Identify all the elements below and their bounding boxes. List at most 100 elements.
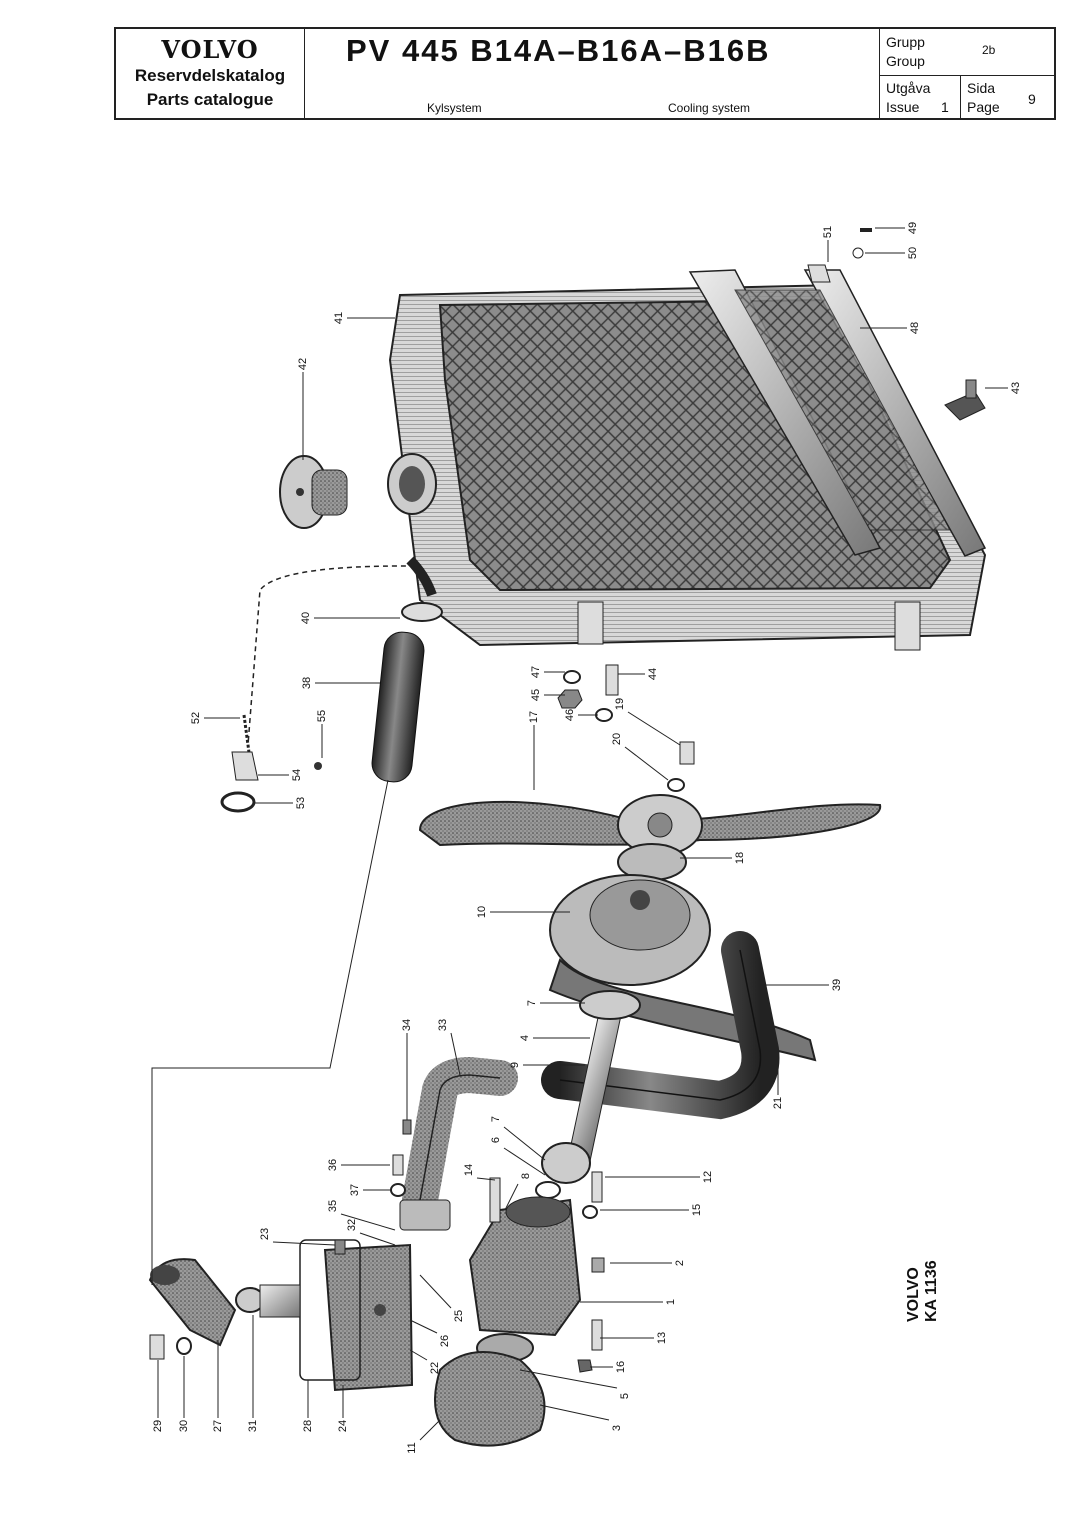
part-number-p40: 40 xyxy=(300,612,312,624)
hose-clamp xyxy=(401,602,443,622)
pump-fasteners xyxy=(334,1119,605,1373)
part-number-p31: 31 xyxy=(247,1420,259,1432)
page-value: 9 xyxy=(1028,91,1036,107)
part-number-p8: 8 xyxy=(520,1173,532,1179)
part-number-p45: 45 xyxy=(530,689,542,701)
header-divider xyxy=(879,75,1054,76)
brand-logo: VOLVO xyxy=(161,35,259,64)
bearing xyxy=(541,1142,591,1184)
header-divider xyxy=(879,29,880,118)
part-number-p48: 48 xyxy=(909,322,921,334)
radiator-shutter-roller xyxy=(688,269,882,556)
part-number-p27: 27 xyxy=(212,1420,224,1432)
part-number-p6: 6 xyxy=(490,1137,502,1143)
part-number-p19: 19 xyxy=(614,698,626,710)
section-title-en: Cooling system xyxy=(668,101,751,115)
fan-bolt xyxy=(667,741,695,792)
part-number-p1: 1 xyxy=(665,1299,677,1305)
callout-line-p25 xyxy=(419,1274,452,1309)
header-divider xyxy=(304,29,305,118)
group-value: 2b xyxy=(982,43,996,57)
callout-line-p35 xyxy=(340,1213,396,1231)
part-number-p41: 41 xyxy=(333,312,345,324)
part-number-p34: 34 xyxy=(401,1019,413,1031)
group-label-en: Group xyxy=(886,53,925,69)
upper-radiator-hose xyxy=(371,602,443,783)
seal-ring xyxy=(220,791,256,813)
callout-line-p22 xyxy=(409,1349,428,1361)
part-number-p35: 35 xyxy=(327,1200,339,1212)
water-pump-housing xyxy=(468,1196,582,1337)
part-number-p33: 33 xyxy=(437,1019,449,1031)
callout-line-p14 xyxy=(476,1177,496,1181)
part-number-p22: 22 xyxy=(429,1362,441,1374)
part-number-p15: 15 xyxy=(691,1204,703,1216)
part-number-p10: 10 xyxy=(476,906,488,918)
elbow-bolt xyxy=(149,1334,165,1360)
part-number-p7a: 7 xyxy=(526,1000,538,1006)
group-label-sv: Grupp xyxy=(886,34,925,50)
catalog-header: VOLVO Reservdelskatalog Parts catalogue … xyxy=(114,27,1056,120)
callout-line-p23 xyxy=(272,1241,336,1246)
drawing-number: KA 1136 xyxy=(923,1260,940,1322)
part-number-p49: 49 xyxy=(907,222,919,234)
callout-line-p20 xyxy=(624,746,669,781)
part-number-p30: 30 xyxy=(178,1420,190,1432)
drawing-code: VOLVO KA 1136 xyxy=(905,1260,941,1322)
part-number-p50: 50 xyxy=(907,247,919,259)
part-number-p47: 47 xyxy=(530,666,542,678)
part-number-p21: 21 xyxy=(772,1097,784,1109)
fan-pulley xyxy=(549,874,711,986)
part-number-p11: 11 xyxy=(406,1442,418,1453)
shutter-bracket-hardware xyxy=(807,228,872,283)
part-number-p24: 24 xyxy=(337,1420,349,1432)
radiator-mount-hardware xyxy=(557,664,619,722)
part-number-p12: 12 xyxy=(702,1171,714,1183)
callout-line-p11 xyxy=(419,1419,441,1441)
thermostat-housing xyxy=(299,1239,414,1392)
callout-line-p7b xyxy=(503,1126,546,1161)
part-number-p51: 51 xyxy=(822,226,834,238)
part-number-p16: 16 xyxy=(615,1361,627,1373)
part-number-p20: 20 xyxy=(611,733,623,745)
part-number-p25: 25 xyxy=(453,1310,465,1322)
callout-line-p19 xyxy=(627,711,681,746)
radiator-outlet xyxy=(406,556,437,597)
part-number-p17: 17 xyxy=(528,711,540,723)
drawing-brand: VOLVO xyxy=(905,1267,922,1322)
part-number-p3: 3 xyxy=(611,1425,623,1431)
elbow-washer xyxy=(176,1337,192,1355)
part-number-p23: 23 xyxy=(259,1228,271,1240)
part-number-p4: 4 xyxy=(519,1035,531,1041)
part-number-p9: 9 xyxy=(509,1062,521,1068)
callout-line-p6 xyxy=(503,1147,546,1176)
part-number-p54: 54 xyxy=(291,769,303,781)
page-label-sv: Sida xyxy=(967,80,996,96)
part-number-p36: 36 xyxy=(327,1159,339,1171)
radiator-mount-bracket xyxy=(894,601,921,651)
part-number-p18: 18 xyxy=(734,852,746,864)
radiator-mount-bracket xyxy=(577,601,604,645)
part-number-p2: 2 xyxy=(674,1260,686,1266)
issue-label-sv: Utgåva xyxy=(886,80,931,96)
header-divider xyxy=(960,75,961,118)
part-number-p43: 43 xyxy=(1010,382,1022,394)
pipe-flange xyxy=(399,1199,451,1231)
callout-line-p5 xyxy=(519,1369,618,1389)
catalog-title-en: Parts catalogue xyxy=(146,90,274,109)
part-number-p29: 29 xyxy=(152,1420,164,1432)
part-number-p39: 39 xyxy=(831,979,843,991)
part-number-p7b: 7 xyxy=(490,1116,502,1122)
callout-line-p3 xyxy=(539,1404,610,1421)
part-number-p42: 42 xyxy=(297,358,309,370)
part-number-p14: 14 xyxy=(463,1164,475,1176)
radiator xyxy=(387,269,987,651)
part-number-p38: 38 xyxy=(301,677,313,689)
page-label-en: Page xyxy=(967,99,1000,115)
drain-tap xyxy=(944,379,986,421)
thermostat xyxy=(235,1284,301,1318)
bearing xyxy=(579,990,641,1020)
callout-line-p8 xyxy=(504,1183,519,1211)
part-number-p44: 44 xyxy=(647,668,659,680)
cap-chain xyxy=(220,565,416,813)
